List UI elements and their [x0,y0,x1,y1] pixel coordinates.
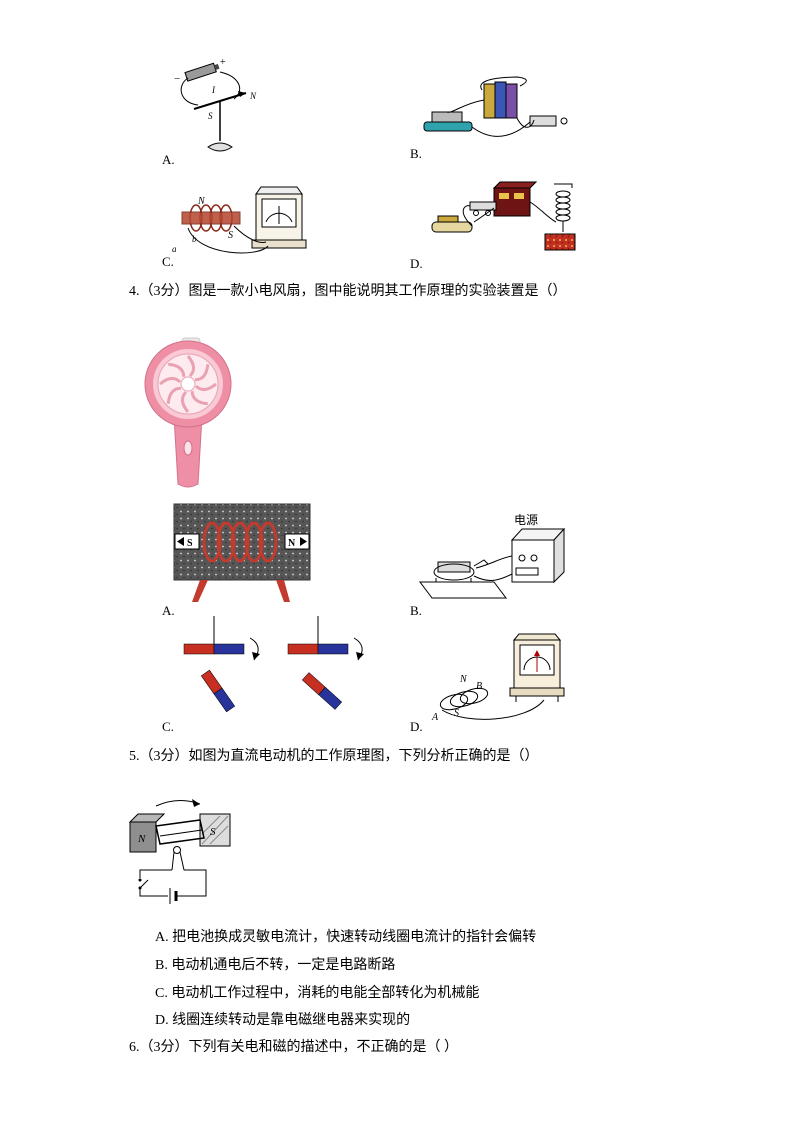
q4-option-d-label: D. [410,719,423,734]
q5-question-text: 5.（3分）如图为直流电动机的工作原理图，下列分析正确的是（） [129,749,539,764]
q5-choice-d: D. 线圈连续转动是靠电磁继电器来实现的 [155,1013,411,1028]
q4-option-d-image: N B A S [424,630,570,726]
dc-motor-schematic: N S [128,799,231,904]
q3-option-a-image: + − I N S [168,55,264,157]
terminal-a-label: A [431,712,439,723]
q5-choice-b: B. 电动机通电后不转，一定是电路断路 [155,958,396,973]
q4-question-text: 4.（3分）图是一款小电风扇，图中能说明其工作原理的实验装置是（） [129,284,567,299]
minus-label: − [174,73,180,85]
compass-needle-diagram: + − I N S [174,57,257,152]
q6-question-text: 6.（3分）下列有关电和磁的描述中，不正确的是（ ） [129,1040,458,1055]
north-label: N [459,674,468,685]
north-pole-label: N [137,833,146,845]
q3-option-c-image: N S a b [168,182,310,264]
q5-choice-c: C. 电动机工作过程中，消耗的电能全部转化为机械能 [155,986,480,1001]
q3-option-d-image [426,178,578,264]
q3-option-d-label: D. [410,256,423,271]
q5-motor-diagram: N S [126,792,244,914]
north-pole-label: N [288,538,296,549]
coil-galvanometer-diagram: N S a b [172,186,307,254]
q4-option-b-image: 电源 [416,514,568,609]
q4-option-a-label: A. [162,603,175,618]
q3-option-b-image [412,70,574,155]
south-pole-label: S [187,538,193,549]
q3-option-c-label: C. [162,254,174,269]
terminal-a-label: a [172,244,177,254]
north-label: N [249,91,257,101]
power-supply-label: 电源 [514,514,538,527]
south-label: S [208,111,213,121]
north-label: N [197,196,206,207]
south-label: S [228,230,233,241]
bar-magnets-rotation-diagram [183,616,364,713]
south-label: S [454,708,459,719]
current-label: I [211,85,216,95]
battery-circuit-diagram [423,76,568,137]
q4-option-c-image [168,616,370,722]
plus-label: + [220,57,226,68]
q5-choice-a: A. 把电池换成灵敏电流计，快速转动线圈电流计的指针会偏转 [155,930,537,945]
q4-option-b-label: B. [410,603,422,618]
electromagnet-spring-diagram [431,181,576,251]
power-supply-motor-diagram: 电源 [419,514,566,599]
solenoid-iron-filings-diagram: S N [173,503,311,602]
pink-fan-illustration [144,337,232,488]
q4-option-a-image: S N [172,502,312,604]
q3-option-a-label: A. [162,152,175,167]
mini-fan-photo [138,336,238,492]
q3-option-b-label: B. [410,146,422,161]
terminal-b-label: b [192,234,197,244]
south-pole-label: S [210,826,216,838]
coil-galvanometer-induction-diagram: N B A S [431,633,565,723]
field-b-label: B [476,681,482,692]
q4-option-c-label: C. [162,719,174,734]
